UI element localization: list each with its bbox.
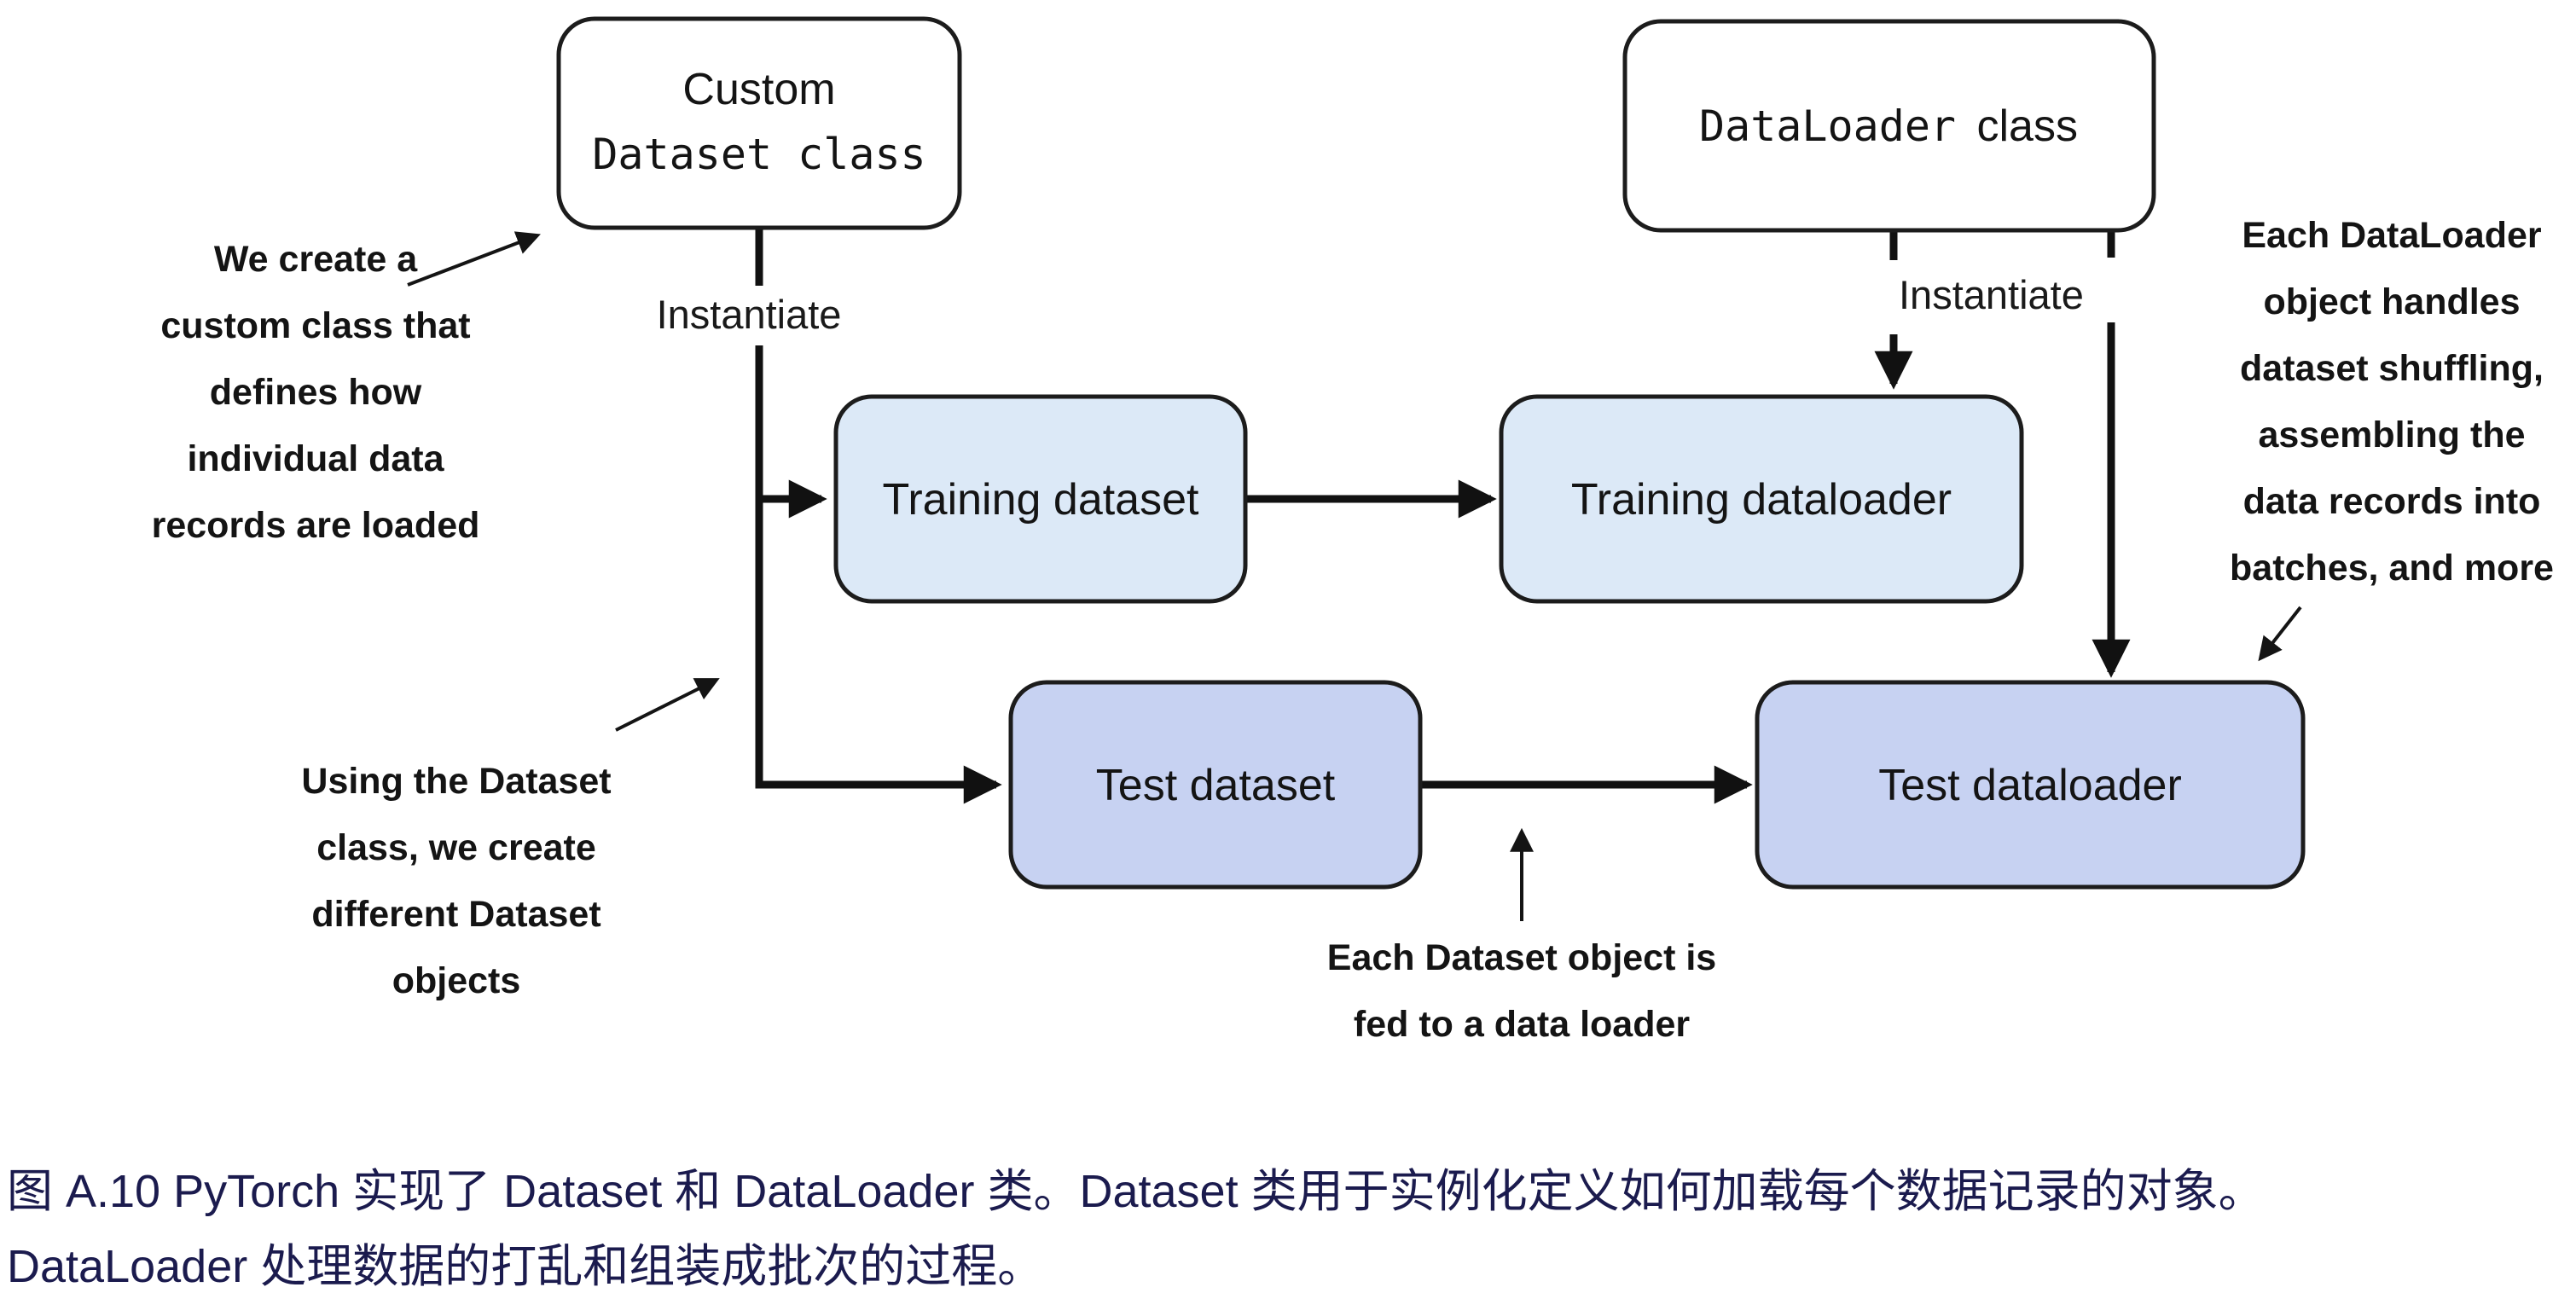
annotation-line: object handles — [2263, 281, 2520, 322]
test-dataloader-label: Test dataloader — [1878, 761, 2182, 810]
node-custom-dataset-class: Custom Dataset class — [556, 16, 962, 230]
annotation-line: defines how — [210, 372, 422, 413]
annotation-line: custom class that — [160, 305, 470, 346]
annotation-fed-to-loader-note: Each Dataset object is fed to a data loa… — [1327, 937, 1716, 1045]
training-dataloader-box — [1499, 394, 2024, 604]
node-dataloader-class: DataLoader class — [1622, 19, 2156, 233]
training-dataset-box — [833, 394, 1248, 604]
annotation-dataset-objects-note: Using the Dataset class, we create diffe… — [301, 761, 611, 1001]
annotation-custom-class-note: We create a custom class that defines ho… — [152, 239, 480, 546]
node-test-dataloader: Test dataloader — [1755, 680, 2306, 890]
annotation-line: batches, and more — [2230, 548, 2554, 589]
arrow-dataloader-note-to-box — [2258, 606, 2302, 662]
node-training-dataset: Training dataset — [833, 394, 1248, 604]
annotation-line: We create a — [214, 239, 418, 280]
annotation-line: fed to a data loader — [1354, 1004, 1691, 1045]
node-test-dataset: Test dataset — [1008, 680, 1423, 890]
connector-dataset-elbow-to-test-dataset — [755, 345, 1002, 804]
node-training-dataloader: Training dataloader — [1499, 394, 2024, 604]
custom-dataset-class-line2: Dataset class — [592, 130, 925, 179]
dataloader-class-box — [1622, 19, 2156, 233]
test-dataset-box — [1008, 680, 1423, 890]
annotation-dataloader-note: Each DataLoader object handles dataset s… — [2230, 215, 2554, 589]
annotation-line: data records into — [2243, 481, 2541, 522]
arrow-objects-note-to-line — [615, 678, 720, 732]
annotation-line: assembling the — [2258, 415, 2525, 455]
training-dataset-label: Training dataset — [883, 475, 1200, 525]
arrow-custom-note-to-box — [407, 231, 541, 287]
custom-dataset-class-box — [556, 16, 962, 230]
diagram: Custom Dataset class DataLoader class Tr… — [152, 16, 2554, 1045]
annotation-line: dataset shuffling, — [2240, 348, 2544, 389]
annotation-line: Each Dataset object is — [1327, 937, 1716, 978]
figure-caption-line-2: DataLoader 处理数据的打乱和组装成批次的过程。 — [7, 1241, 1044, 1292]
dataloader-class-label: DataLoader class — [1699, 101, 2078, 151]
test-dataloader-box — [1755, 680, 2306, 890]
annotation-line: records are loaded — [152, 505, 480, 546]
training-dataloader-label: Training dataloader — [1571, 475, 1952, 525]
annotation-line: different Dataset — [311, 894, 600, 935]
annotation-line: objects — [392, 960, 521, 1001]
instantiate-label-left: Instantiate — [657, 292, 842, 337]
test-dataset-label: Test dataset — [1096, 761, 1336, 810]
figure-caption-line-1: 图 A.10 PyTorch 实现了 Dataset 和 DataLoader … — [7, 1166, 2265, 1217]
annotation-line: Each DataLoader — [2242, 215, 2542, 256]
custom-dataset-class-line1: Custom — [682, 65, 835, 114]
annotation-line: Using the Dataset — [301, 761, 611, 802]
annotation-line: individual data — [187, 438, 444, 479]
instantiate-label-right: Instantiate — [1899, 272, 2084, 317]
annotation-line: class, we create — [316, 827, 596, 868]
